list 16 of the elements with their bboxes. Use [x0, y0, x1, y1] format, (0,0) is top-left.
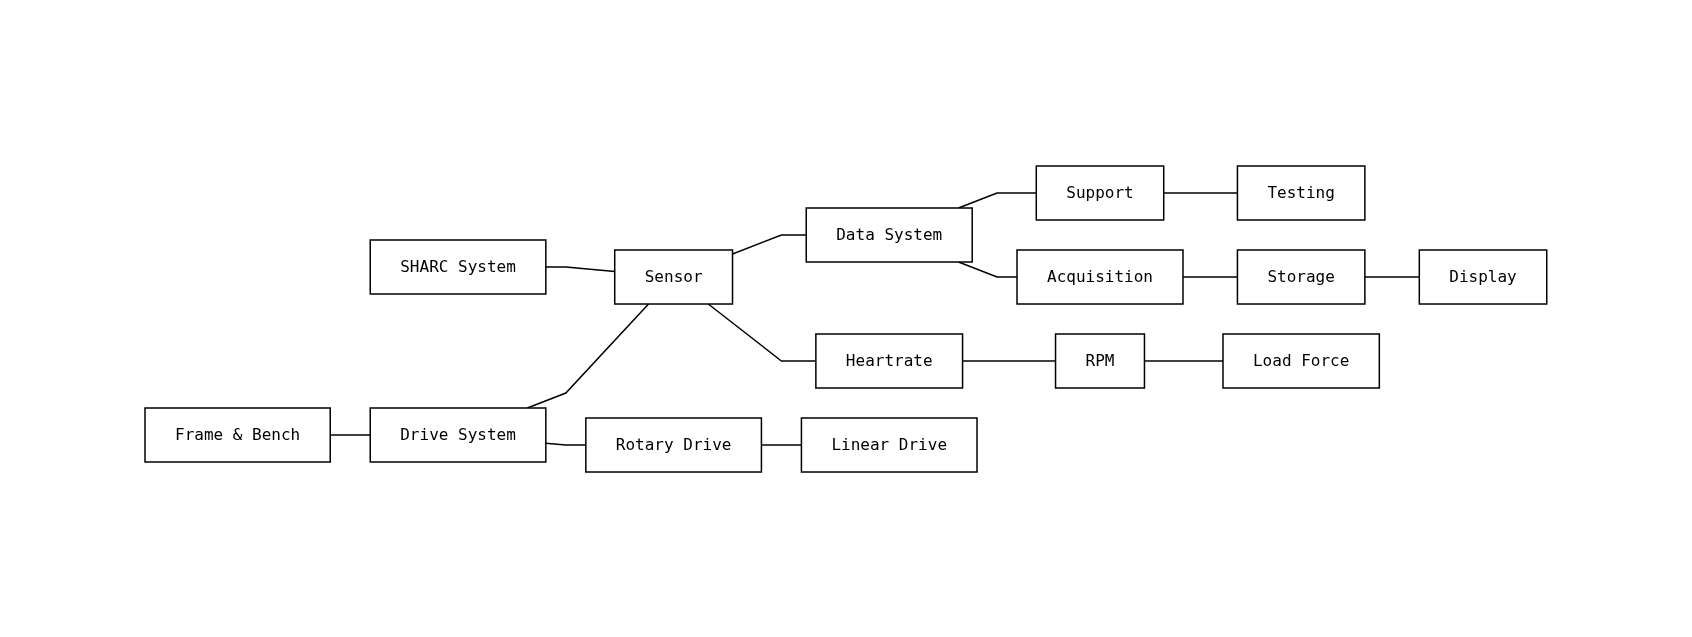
node-box: Testing — [1236, 164, 1366, 221]
connector — [957, 260, 1018, 278]
node-box: Storage — [1236, 248, 1366, 305]
node-box: SHARC System — [369, 238, 547, 295]
node-box: Rotary Drive — [585, 416, 763, 473]
node-box: Sensor — [614, 248, 734, 305]
node-box: RPM — [1054, 332, 1146, 389]
node-box: Data System — [805, 206, 974, 263]
node-box: Display — [1418, 248, 1548, 305]
node-box: Acquisition — [1016, 248, 1184, 305]
node-box: Load Force — [1222, 332, 1381, 389]
node-box: Drive System — [369, 406, 547, 463]
node-box: Linear Drive — [800, 416, 978, 473]
node-box: Heartrate — [815, 332, 964, 389]
node-box: Frame & Bench — [144, 406, 332, 463]
node-box: Support — [1035, 164, 1165, 221]
